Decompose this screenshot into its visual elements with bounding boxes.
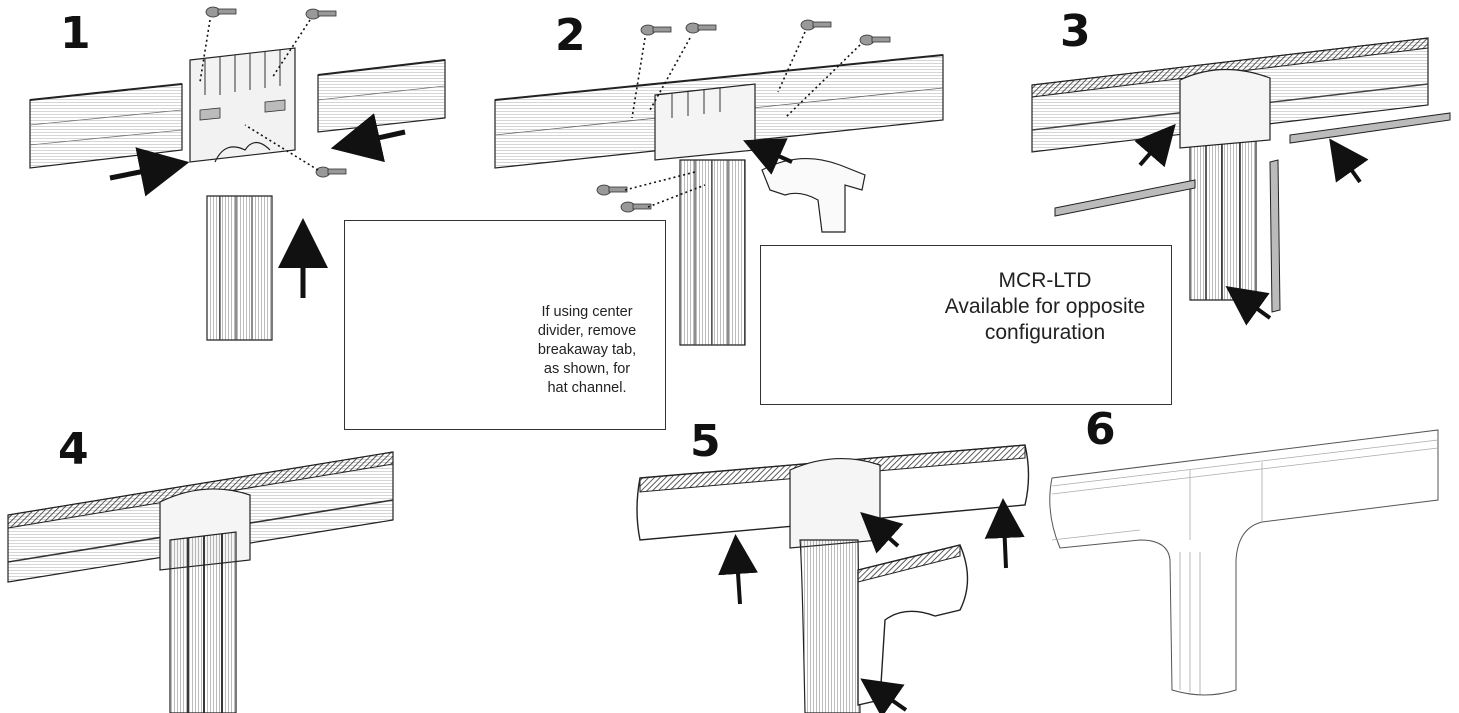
step1-right-channel xyxy=(317,59,446,133)
part-number: MCR-LTD xyxy=(998,269,1092,292)
step2-fitting-piece xyxy=(761,158,866,233)
step1-base-plate xyxy=(189,47,296,163)
step-number-2: 2 xyxy=(555,10,586,61)
note-line: hat channel. xyxy=(547,380,627,396)
note-line: If using center xyxy=(541,304,633,320)
step6-assembled-tee xyxy=(1049,429,1439,696)
note-line: divider, remove xyxy=(537,323,637,339)
step4-vertical-channel xyxy=(169,531,237,713)
step2-arrow xyxy=(743,138,793,175)
step3-vertical-cover-strip xyxy=(1269,159,1281,313)
step-number-1: 1 xyxy=(60,8,91,59)
step2-screws xyxy=(596,19,891,213)
step-5-drawing xyxy=(636,444,1030,713)
step1-dotted-leaders xyxy=(199,19,319,171)
mcr-ltd-note: MCR-LTD Available for opposite configura… xyxy=(925,268,1165,346)
note-line: Available for opposite xyxy=(944,295,1146,318)
step1-vertical-channel xyxy=(206,195,273,341)
step5-arrows xyxy=(718,498,1025,713)
step5-vertical-channel xyxy=(799,539,861,713)
step-2-drawing xyxy=(494,19,944,346)
center-divider-note: If using center divider, remove breakawa… xyxy=(517,303,657,398)
note-line: breakaway tab, xyxy=(537,342,637,358)
step-3-drawing xyxy=(1031,37,1451,326)
step-number-4: 4 xyxy=(58,424,89,475)
step-4-drawing xyxy=(7,451,394,713)
step1-left-channel xyxy=(29,83,183,169)
step3-right-cover-strip xyxy=(1289,112,1451,144)
step3-arrows xyxy=(1134,123,1369,326)
step5-tee-cover xyxy=(857,544,969,706)
note-line: configuration xyxy=(984,321,1106,344)
step-number-3: 3 xyxy=(1060,6,1091,57)
step2-base-plate xyxy=(654,83,756,161)
note-line: as shown, for xyxy=(543,361,631,377)
step1-screws xyxy=(205,6,347,178)
step-number-5: 5 xyxy=(690,416,721,467)
step-6-drawing xyxy=(1049,429,1439,696)
step2-dotted-leaders xyxy=(624,31,861,208)
step-1-drawing xyxy=(29,6,446,341)
step1-arrows xyxy=(109,113,406,298)
center-divider-callout: If using center divider, remove breakawa… xyxy=(344,220,666,430)
step3-left-cover-strip xyxy=(1054,179,1196,217)
step-number-6: 6 xyxy=(1085,404,1116,455)
mcr-ltd-callout: MCR-LTD Available for opposite configura… xyxy=(760,245,1172,405)
